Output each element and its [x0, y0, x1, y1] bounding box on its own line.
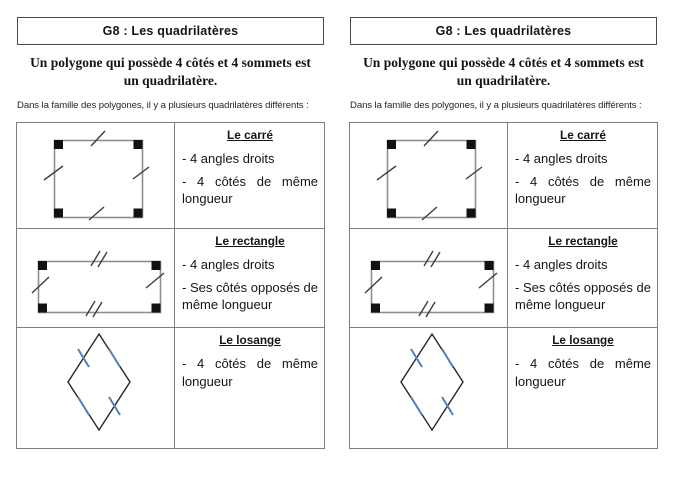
definition-statement: Un polygone qui possède 4 côtés et 4 som…	[16, 54, 325, 89]
table-row-losange: Le losange - 4 côtés de même longueur	[350, 328, 657, 448]
definition-statement: Un polygone qui possède 4 côtés et 4 som…	[349, 54, 658, 89]
title-box: G8 : Les quadrilatères	[17, 17, 324, 45]
shape-title: Le losange	[219, 333, 281, 347]
table-row-rectangle: Le rectangle - 4 angles droits - Ses côt…	[17, 229, 324, 328]
shape-property: - 4 côtés de même longueur	[515, 173, 651, 207]
shape-title: Le carré	[560, 128, 606, 142]
statement-line-1: Un polygone qui possède 4 côtés et 4 som…	[363, 55, 644, 70]
text-cell: Le losange - 4 côtés de même longueur	[175, 328, 324, 448]
text-cell: Le carré - 4 angles droits - 4 côtés de …	[508, 123, 657, 228]
figure-cell	[350, 123, 508, 228]
title-box: G8 : Les quadrilatères	[350, 17, 657, 45]
carre-square-figure	[376, 130, 483, 221]
losange-diamond-figure	[400, 332, 464, 432]
shape-title: Le carré	[227, 128, 273, 142]
rectangle-figure	[364, 250, 498, 318]
shape-property: - 4 angles droits	[182, 257, 275, 272]
text-cell: Le rectangle - 4 angles droits - Ses côt…	[175, 229, 324, 327]
carre-square-figure	[43, 130, 150, 221]
worksheet-panel-right: G8 : Les quadrilatères Un polygone qui p…	[349, 0, 658, 480]
table-row-rectangle: Le rectangle - 4 angles droits - Ses côt…	[350, 229, 657, 328]
statement-line-2: un quadrilatère.	[456, 72, 551, 88]
figure-cell	[350, 229, 508, 327]
losange-diamond-figure	[67, 332, 131, 432]
figure-cell	[17, 229, 175, 327]
shape-property: - 4 côtés de même longueur	[182, 173, 318, 207]
shape-property: - Ses côtés opposés de même longueur	[515, 279, 651, 313]
shape-property: - 4 angles droits	[515, 151, 608, 166]
intro-text: Dans la famille des polygones, il y a pl…	[17, 100, 309, 111]
text-cell: Le rectangle - 4 angles droits - Ses côt…	[508, 229, 657, 327]
quadrilaterals-table: Le carré - 4 angles droits - 4 côtés de …	[349, 122, 658, 449]
text-cell: Le carré - 4 angles droits - 4 côtés de …	[175, 123, 324, 228]
statement-line-2: un quadrilatère.	[123, 72, 218, 88]
shape-title: Le rectangle	[548, 234, 618, 248]
figure-cell	[17, 123, 175, 228]
quadrilaterals-table: Le carré - 4 angles droits - 4 côtés de …	[16, 122, 325, 449]
rectangle-figure	[31, 250, 165, 318]
table-row-losange: Le losange - 4 côtés de même longueur	[17, 328, 324, 448]
text-cell: Le losange - 4 côtés de même longueur	[508, 328, 657, 448]
table-row-carre: Le carré - 4 angles droits - 4 côtés de …	[350, 123, 657, 229]
shape-property: - 4 angles droits	[182, 151, 275, 166]
shape-title: Le losange	[552, 333, 614, 347]
shape-property: - 4 côtés de même longueur	[515, 356, 651, 389]
table-row-carre: Le carré - 4 angles droits - 4 côtés de …	[17, 123, 324, 229]
shape-property: - 4 angles droits	[515, 257, 608, 272]
shape-property: - Ses côtés opposés de même longueur	[182, 279, 318, 313]
statement-line-1: Un polygone qui possède 4 côtés et 4 som…	[30, 55, 311, 70]
figure-cell	[350, 328, 508, 448]
shape-property: - 4 côtés de même longueur	[182, 356, 318, 389]
intro-text: Dans la famille des polygones, il y a pl…	[350, 100, 642, 111]
shape-title: Le rectangle	[215, 234, 285, 248]
worksheet-panel-left: G8 : Les quadrilatères Un polygone qui p…	[16, 0, 325, 480]
figure-cell	[17, 328, 175, 448]
page-title: G8 : Les quadrilatères	[102, 24, 239, 38]
page-title: G8 : Les quadrilatères	[435, 24, 572, 38]
